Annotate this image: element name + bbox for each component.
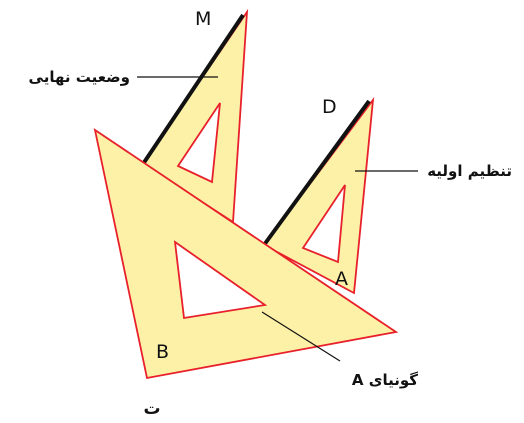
set-square-a xyxy=(93,128,399,380)
label-a: A xyxy=(335,268,348,290)
label-m: M xyxy=(195,8,211,30)
edge-final xyxy=(141,13,245,166)
label-d: D xyxy=(322,96,337,118)
figure-caption: ت xyxy=(143,399,160,419)
label-b: B xyxy=(156,341,169,363)
annotation-final-position: وضعیت نهایی xyxy=(29,68,130,86)
edge-initial xyxy=(262,99,371,247)
leader-set-square-a xyxy=(261,311,341,362)
annotation-initial-setup: تنظیم اولیه xyxy=(427,162,512,180)
set-square-initial xyxy=(262,96,375,295)
annotation-set-square-a: گونیای A xyxy=(352,371,418,389)
